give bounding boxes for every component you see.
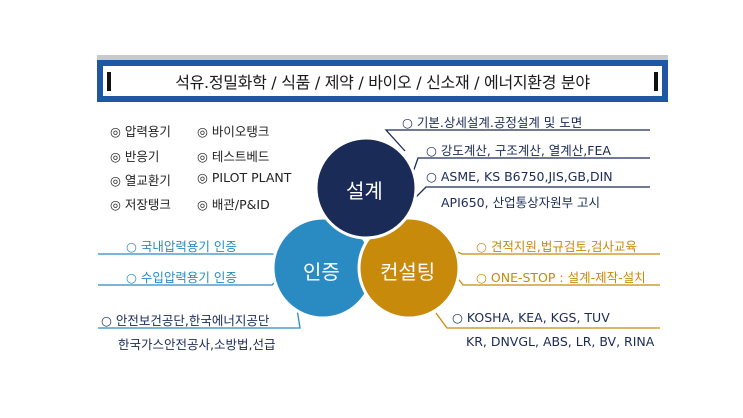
consult-item: ○ KOSHA, KEA, KGS, TUV — [452, 310, 610, 325]
design-connector — [384, 129, 650, 152]
design-connector — [414, 186, 650, 199]
design-item: API650, 산업통상자원부 고시 — [441, 195, 601, 210]
banner-left-bar — [107, 71, 111, 91]
consult-connector — [435, 312, 660, 329]
consult-item: ○ ONE-STOP : 설계-제작-설치 — [476, 270, 646, 285]
consult-item: ○ 견적지원,법규검토,검사교육 — [476, 239, 637, 254]
design-circle — [314, 136, 418, 240]
consult-label: 컨설팅 — [380, 260, 436, 284]
equipment-item: ◎ 저장탱크 — [110, 197, 171, 212]
title-banner-inner: 석유.정밀화학 / 식품 / 제약 / 바이오 / 신소재 / 에너지환경 분야 — [103, 66, 662, 96]
cert-item: ○ 국내압력용기 인증 — [126, 239, 237, 254]
design-item: ○ 강도계산, 구조계산, 열계산,FEA — [426, 143, 611, 158]
design-item: ○ ASME, KS B6750,JIS,GB,DIN — [426, 169, 613, 184]
banner-title: 석유.정밀화학 / 식품 / 제약 / 바이오 / 신소재 / 에너지환경 분야 — [175, 73, 590, 92]
design-label: 설계 — [346, 179, 383, 203]
cert-label: 인증 — [303, 260, 340, 284]
banner-right-bar — [653, 71, 658, 91]
consult-circle — [357, 216, 461, 320]
equipment-item: ◎ 압력용기 — [110, 124, 171, 139]
cert-item: 한국가스안전공사,소방법,선급 — [118, 337, 276, 352]
cert-item: ○ 수입압력용기 인증 — [126, 270, 237, 285]
equipment-item: ◎ 바이오탱크 — [197, 124, 270, 139]
cert-item: ○ 안전보건공단,한국에너지공단 — [101, 313, 270, 328]
title-banner: 석유.정밀화학 / 식품 / 제약 / 바이오 / 신소재 / 에너지환경 분야 — [97, 55, 668, 102]
equipment-item: ◎ 배관/P&ID — [197, 197, 270, 212]
equipment-item: ◎ 반응기 — [110, 149, 160, 164]
equipment-item: ◎ 테스트베드 — [197, 149, 270, 164]
equipment-item: ◎ PILOT PLANT — [197, 170, 292, 185]
consult-item: KR, DNVGL, ABS, LR, BV, RINA — [466, 334, 655, 349]
equipment-item: ◎ 열교환기 — [110, 173, 171, 188]
design-item: ○ 기본.상세설계.공정설계 및 도면 — [402, 115, 583, 130]
